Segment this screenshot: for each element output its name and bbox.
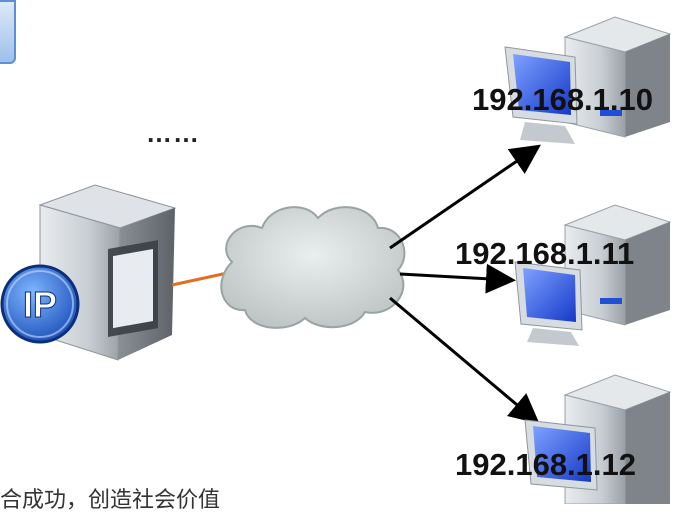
slide-corner-tab	[0, 0, 16, 64]
server-computer	[38, 184, 177, 361]
arrow-to-client-12	[389, 296, 540, 424]
network-cloud	[220, 206, 406, 329]
ellipsis-more-servers: ……	[146, 118, 200, 148]
client-computer-12	[524, 374, 672, 504]
arrow-to-client-11	[399, 263, 516, 294]
ip-badge: IP	[0, 264, 80, 344]
server-cloud-link	[171, 270, 233, 287]
client-computer-11	[514, 204, 672, 346]
client-computer-10	[504, 16, 672, 144]
arrow-to-client-10	[389, 144, 541, 250]
client-ip-label-11: 192.168.1.11	[455, 236, 635, 271]
client-ip-label-12: 192.168.1.12	[455, 447, 637, 482]
ip-badge-text: IP	[23, 284, 57, 325]
client-ip-label-10: 192.168.1.10	[472, 82, 654, 117]
slide-caption: 合成功，创造社会价值	[0, 488, 221, 513]
